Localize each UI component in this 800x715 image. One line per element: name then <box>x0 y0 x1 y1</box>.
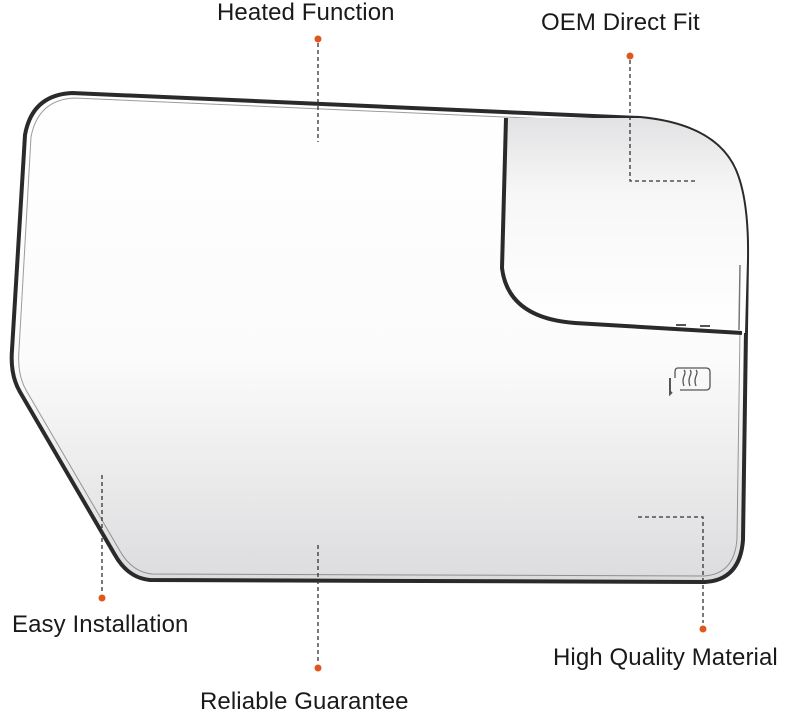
reliable-guarantee-label: Reliable Guarantee <box>200 688 409 715</box>
heated-mirror-icon <box>669 367 711 397</box>
easy-installation-label: Easy Installation <box>12 611 189 638</box>
callout-reliable-guarantee <box>314 545 322 672</box>
blind-spot-inset <box>500 117 748 335</box>
heated-function-label: Heated Function <box>217 0 395 26</box>
callout-oem-direct-fit <box>626 52 697 182</box>
callout-easy-installation <box>98 475 106 602</box>
callout-high-quality-material <box>638 516 707 633</box>
oem-direct-fit-label: OEM Direct Fit <box>541 9 700 36</box>
high-quality-material-label: High Quality Material <box>553 644 778 671</box>
callout-heated-function <box>314 35 322 142</box>
